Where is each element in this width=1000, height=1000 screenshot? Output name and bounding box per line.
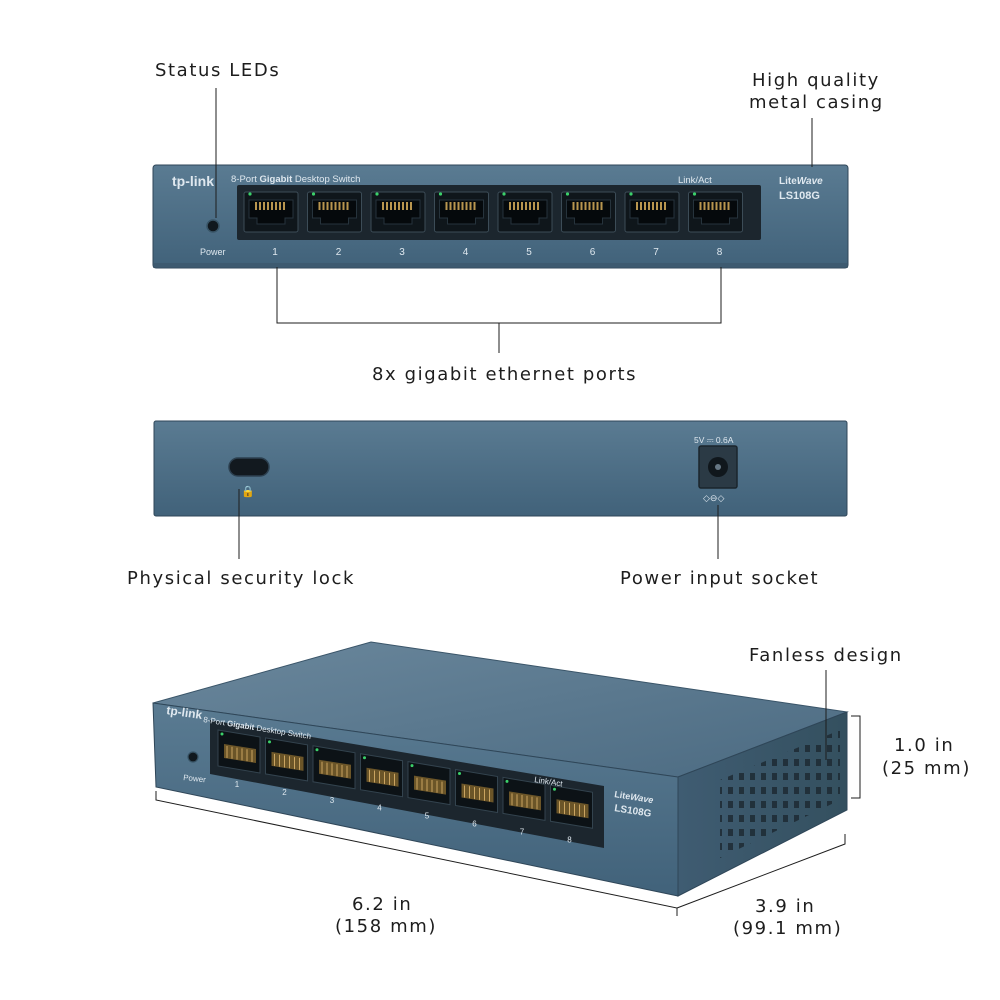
perspective-port-number: 7	[520, 827, 525, 836]
ethernet-port-3	[370, 191, 426, 233]
ethernet-port-2	[307, 191, 362, 233]
link-led	[220, 732, 224, 736]
width-in-label: 6.2 in	[352, 894, 413, 915]
perspective-port-number: 1	[235, 780, 240, 789]
metal-casing-callout-line2: metal casing	[749, 92, 884, 113]
height-in-label: 1.0 in	[894, 735, 955, 756]
port-number: 6	[590, 247, 596, 258]
ethernet-port-5	[497, 191, 553, 233]
port-number: 1	[272, 247, 278, 258]
depth-in-label: 3.9 in	[755, 896, 816, 917]
port-number: 5	[526, 247, 532, 258]
front-port-numbers: 1 2 3 4 5 6 7 8	[272, 247, 723, 258]
security-lock-callout: Physical security lock	[127, 568, 356, 589]
port-number: 8	[717, 247, 723, 258]
link-led	[565, 192, 570, 196]
link-led	[375, 192, 379, 196]
perspective-port-number: 4	[377, 804, 382, 813]
front-brand-logo: tp-link	[172, 173, 214, 189]
perspective-port-numbers: 1 2 3 4 5 6 7 8	[235, 780, 573, 844]
link-led	[458, 772, 461, 775]
metal-casing-callout-line1: High quality	[752, 70, 880, 91]
front-description: 8-Port Gigabit Desktop Switch	[231, 174, 360, 185]
perspective-power-led	[187, 751, 199, 763]
front-series-logo: LiteWave	[779, 176, 823, 187]
perspective-port-3	[312, 745, 356, 790]
power-rating-label: 5V ⎓ 0.6A	[694, 435, 734, 445]
ethernet-port-6	[561, 191, 616, 233]
depth-mm-label: (99.1 mm)	[733, 918, 843, 939]
power-led	[206, 219, 220, 233]
perspective-port-4	[360, 753, 403, 798]
link-led	[502, 192, 506, 196]
back-callout-lines	[238, 489, 719, 559]
perspective-port-number: 2	[282, 788, 287, 797]
perspective-port-number: 5	[425, 812, 430, 821]
security-lock-slot	[228, 457, 270, 477]
link-led	[410, 764, 414, 768]
back-casing	[153, 420, 848, 517]
front-callout-lines	[215, 88, 813, 353]
perspective-series-logo: LiteWave	[614, 789, 654, 805]
back-view: 🔒 5V ⎓ 0.6A ◇⊖◇	[153, 420, 848, 517]
dimension-lines	[155, 670, 861, 916]
status-leds-callout: Status LEDs	[155, 60, 281, 81]
perspective-port-6	[455, 768, 498, 814]
link-led	[315, 748, 319, 752]
perspective-port-1	[217, 729, 261, 774]
link-led	[363, 756, 366, 760]
lock-icon: 🔒	[241, 485, 255, 498]
link-led	[692, 192, 697, 196]
width-mm-label: (158 mm)	[335, 916, 437, 937]
perspective-port-number: 3	[330, 796, 335, 805]
perspective-port-8	[550, 784, 593, 829]
port-number: 2	[336, 247, 342, 258]
link-led	[438, 192, 443, 196]
perspective-port-2	[265, 737, 308, 782]
ethernet-port-7	[624, 191, 680, 233]
perspective-power-label: Power	[183, 773, 207, 784]
link-led	[248, 192, 252, 196]
polarity-icon: ◇⊖◇	[703, 493, 724, 503]
power-socket-callout: Power input socket	[620, 568, 820, 589]
perspective-port-5	[407, 761, 451, 806]
front-power-label: Power	[200, 247, 226, 257]
ethernet-port-8	[688, 191, 743, 233]
perspective-port-number: 8	[567, 835, 572, 844]
link-led	[268, 740, 271, 744]
height-mm-label: (25 mm)	[882, 758, 971, 779]
front-port-group	[243, 191, 743, 233]
ethernet-port-4	[434, 191, 489, 233]
perspective-port-panel	[210, 720, 604, 848]
link-led	[505, 779, 509, 783]
ethernet-port-1	[243, 191, 299, 233]
link-led	[629, 192, 633, 196]
perspective-brand-logo: tp-link	[166, 703, 204, 722]
port-number: 4	[463, 247, 469, 258]
front-model-label: LS108G	[779, 190, 820, 202]
link-led	[311, 192, 316, 196]
link-led	[553, 787, 556, 791]
perspective-port-7	[502, 776, 546, 821]
port-number: 3	[399, 247, 405, 258]
front-link-act-label: Link/Act	[678, 175, 712, 186]
ports-callout: 8x gigabit ethernet ports	[372, 364, 638, 385]
fanless-callout: Fanless design	[749, 645, 903, 666]
front-view: tp-link 8-Port Gigabit Desktop Switch Li…	[152, 164, 849, 269]
perspective-port-group	[217, 729, 593, 829]
port-number: 7	[653, 247, 659, 258]
perspective-port-number: 6	[472, 820, 477, 829]
